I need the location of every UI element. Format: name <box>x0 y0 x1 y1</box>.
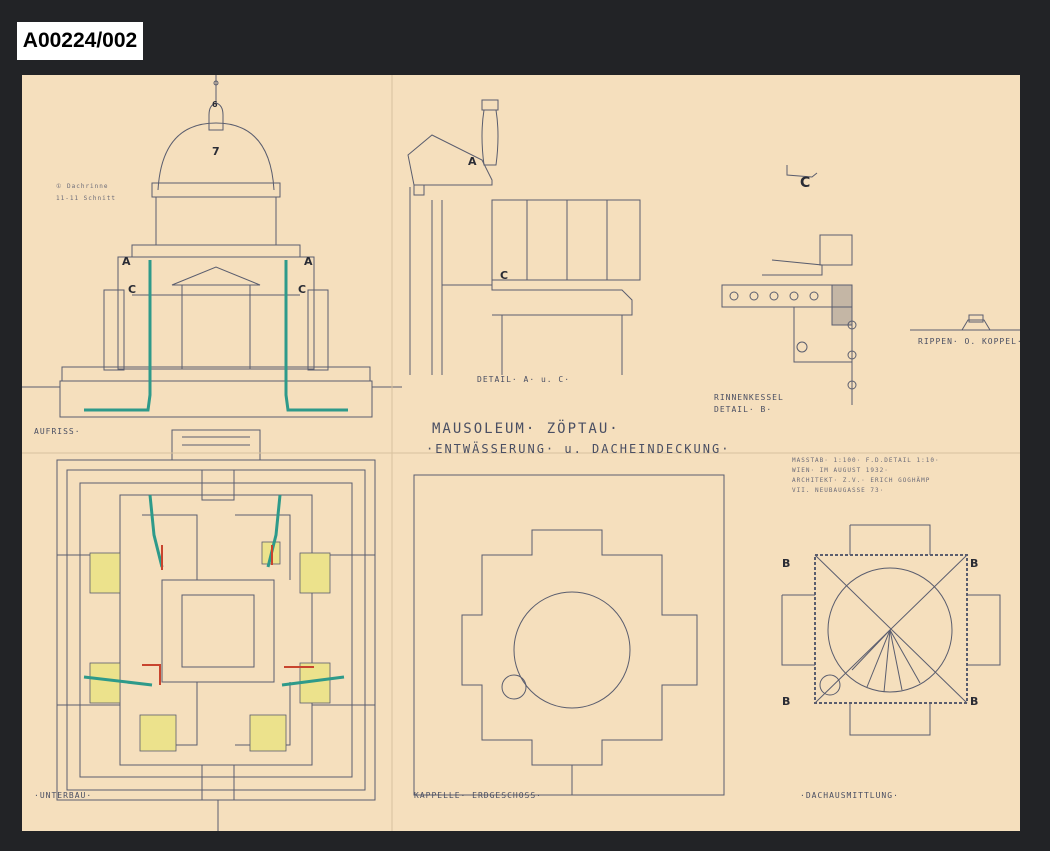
dome-number: 7 <box>212 145 221 158</box>
drawing-subtitle: ·ENTWÄSSERUNG· u. DACHEINDECKUNG· <box>426 442 731 456</box>
scale-line-1: MASSTAB· 1:100· F.D.DETAIL 1:10· <box>792 457 940 464</box>
detail-c-profile-letter: C <box>800 175 812 191</box>
highlighted-pads <box>89 541 331 752</box>
section-a-right: A <box>304 255 314 268</box>
aufriss-note-2: 11-11 Schnitt <box>56 195 116 202</box>
roof-b-bottom-left: B <box>782 695 792 708</box>
label-dachausmittlung: ·DACHAUSMITTLUNG· <box>800 791 899 800</box>
roof-b-bottom-right: B <box>970 695 980 708</box>
chapel-floor-plan <box>413 474 725 796</box>
detail-ac-drawing <box>407 99 641 375</box>
label-rinnenkessel: RINNENKESSEL <box>714 393 784 402</box>
scale-line-2: WIEN· IM AUGUST 1932· <box>792 467 889 474</box>
drainage-pipes <box>83 260 348 687</box>
architectural-drawing <box>22 75 1020 831</box>
section-c-left: C <box>128 283 138 296</box>
catalog-id-label: A00224/002 <box>17 22 143 60</box>
lantern-number: 6 <box>212 100 219 109</box>
label-detail-b: DETAIL· B· <box>714 405 773 414</box>
label-unterbau: ·UNTERBAU· <box>34 791 93 800</box>
foundation-plan <box>56 429 376 831</box>
scale-line-3: ARCHITEKT· Z.V.· ERICH GOGHÄMP <box>792 477 931 484</box>
label-kapelle: KAPPELLE· ERDGESCHOSS· <box>414 791 542 800</box>
roof-b-top-right: B <box>970 557 980 570</box>
label-detail-ac: DETAIL· A· u. C· <box>477 375 571 384</box>
detail-b-drawing <box>721 165 1020 405</box>
section-a-left: A <box>122 255 132 268</box>
label-aufriss: AUFRISS· <box>34 427 81 436</box>
elevation-drawing <box>22 75 402 418</box>
roof-b-top-left: B <box>782 557 792 570</box>
detail-a-letter: A <box>468 155 478 168</box>
detail-c-letter: C <box>500 269 510 282</box>
scale-line-4: VII. NEUBAUGASSE 73· <box>792 487 885 494</box>
label-rippen: RIPPEN· O. KOPPEL· <box>918 337 1023 346</box>
aufriss-note-1: ① Dachrinne <box>56 183 109 190</box>
roof-plan <box>781 524 1001 736</box>
red-marks <box>142 545 314 685</box>
section-c-right: C <box>298 283 308 296</box>
drawing-sheet: MAUSOLEUM· ZÖPTAU· ·ENTWÄSSERUNG· u. DAC… <box>22 75 1023 831</box>
drawing-title: MAUSOLEUM· ZÖPTAU· <box>432 421 620 437</box>
